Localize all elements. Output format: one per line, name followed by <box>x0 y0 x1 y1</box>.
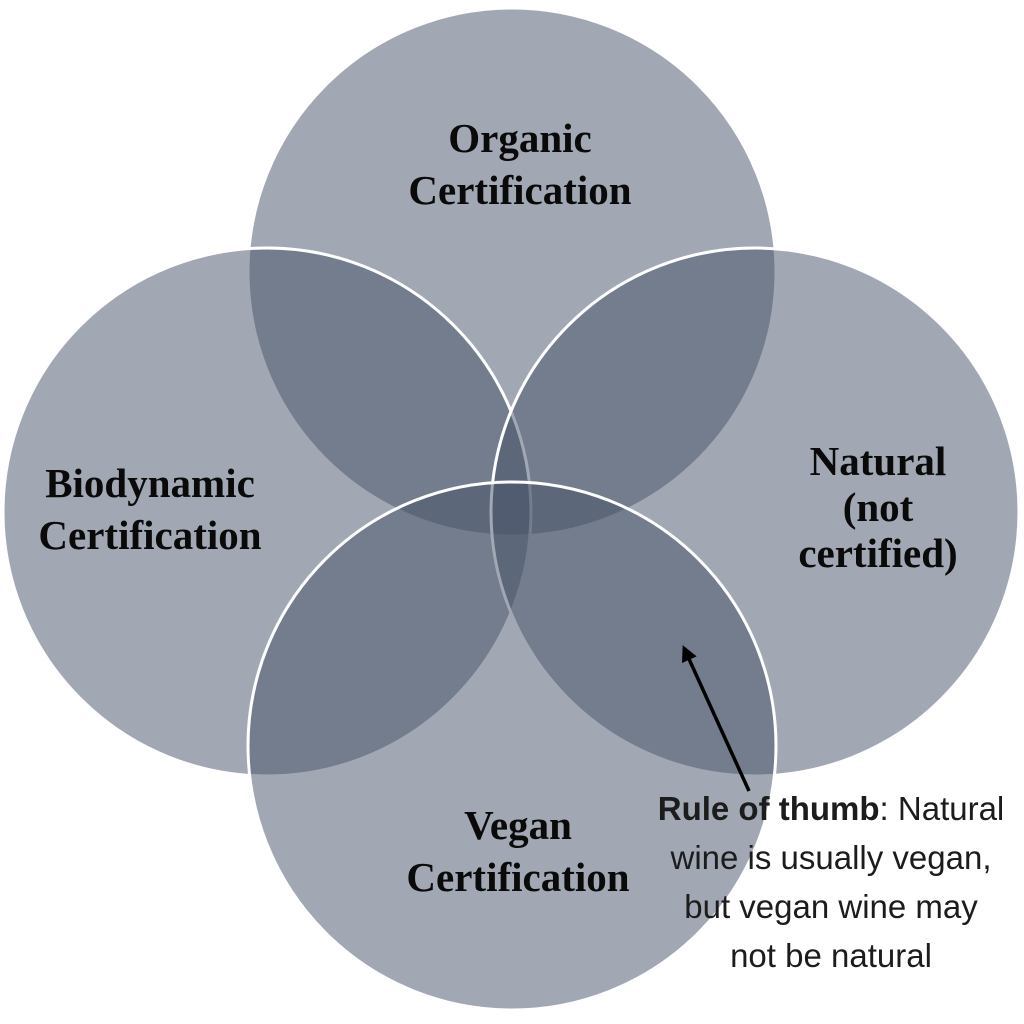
natural-label-line: Natural <box>809 438 947 484</box>
vegan-circle <box>246 480 778 1012</box>
annotation-arrow <box>682 645 751 792</box>
biodynamic-label-line: Certification <box>38 512 262 558</box>
biodynamic-label-line: Biodynamic <box>45 460 255 506</box>
biodynamic-circle-label: Biodynamic Certification <box>38 457 261 561</box>
natural-circle-label: Natural (not certified) <box>798 438 957 576</box>
note-line-2: wine is usually vegan, <box>670 839 992 876</box>
organic-label-line: Certification <box>408 167 632 213</box>
vegan-label-line: Certification <box>406 854 630 900</box>
organic-label-line: Organic <box>448 115 592 161</box>
rule-of-thumb-note: Rule of thumb: Natural wine is usually v… <box>658 784 1005 980</box>
note-line-3: but vegan wine may <box>684 888 978 925</box>
note-line-1: Rule of thumb: Natural <box>658 784 1005 833</box>
vegan-circle-label: Vegan Certification <box>406 799 629 903</box>
vegan-label-line: Vegan <box>464 802 572 848</box>
note-line-4: not be natural <box>730 937 932 974</box>
natural-label-line: (not <box>842 484 914 530</box>
note-bold-prefix: Rule of thumb <box>657 790 880 827</box>
organic-circle-label: Organic Certification <box>408 112 631 216</box>
natural-label-line: certified) <box>798 530 958 576</box>
note-line-1-rest: : Natural <box>879 790 1005 827</box>
